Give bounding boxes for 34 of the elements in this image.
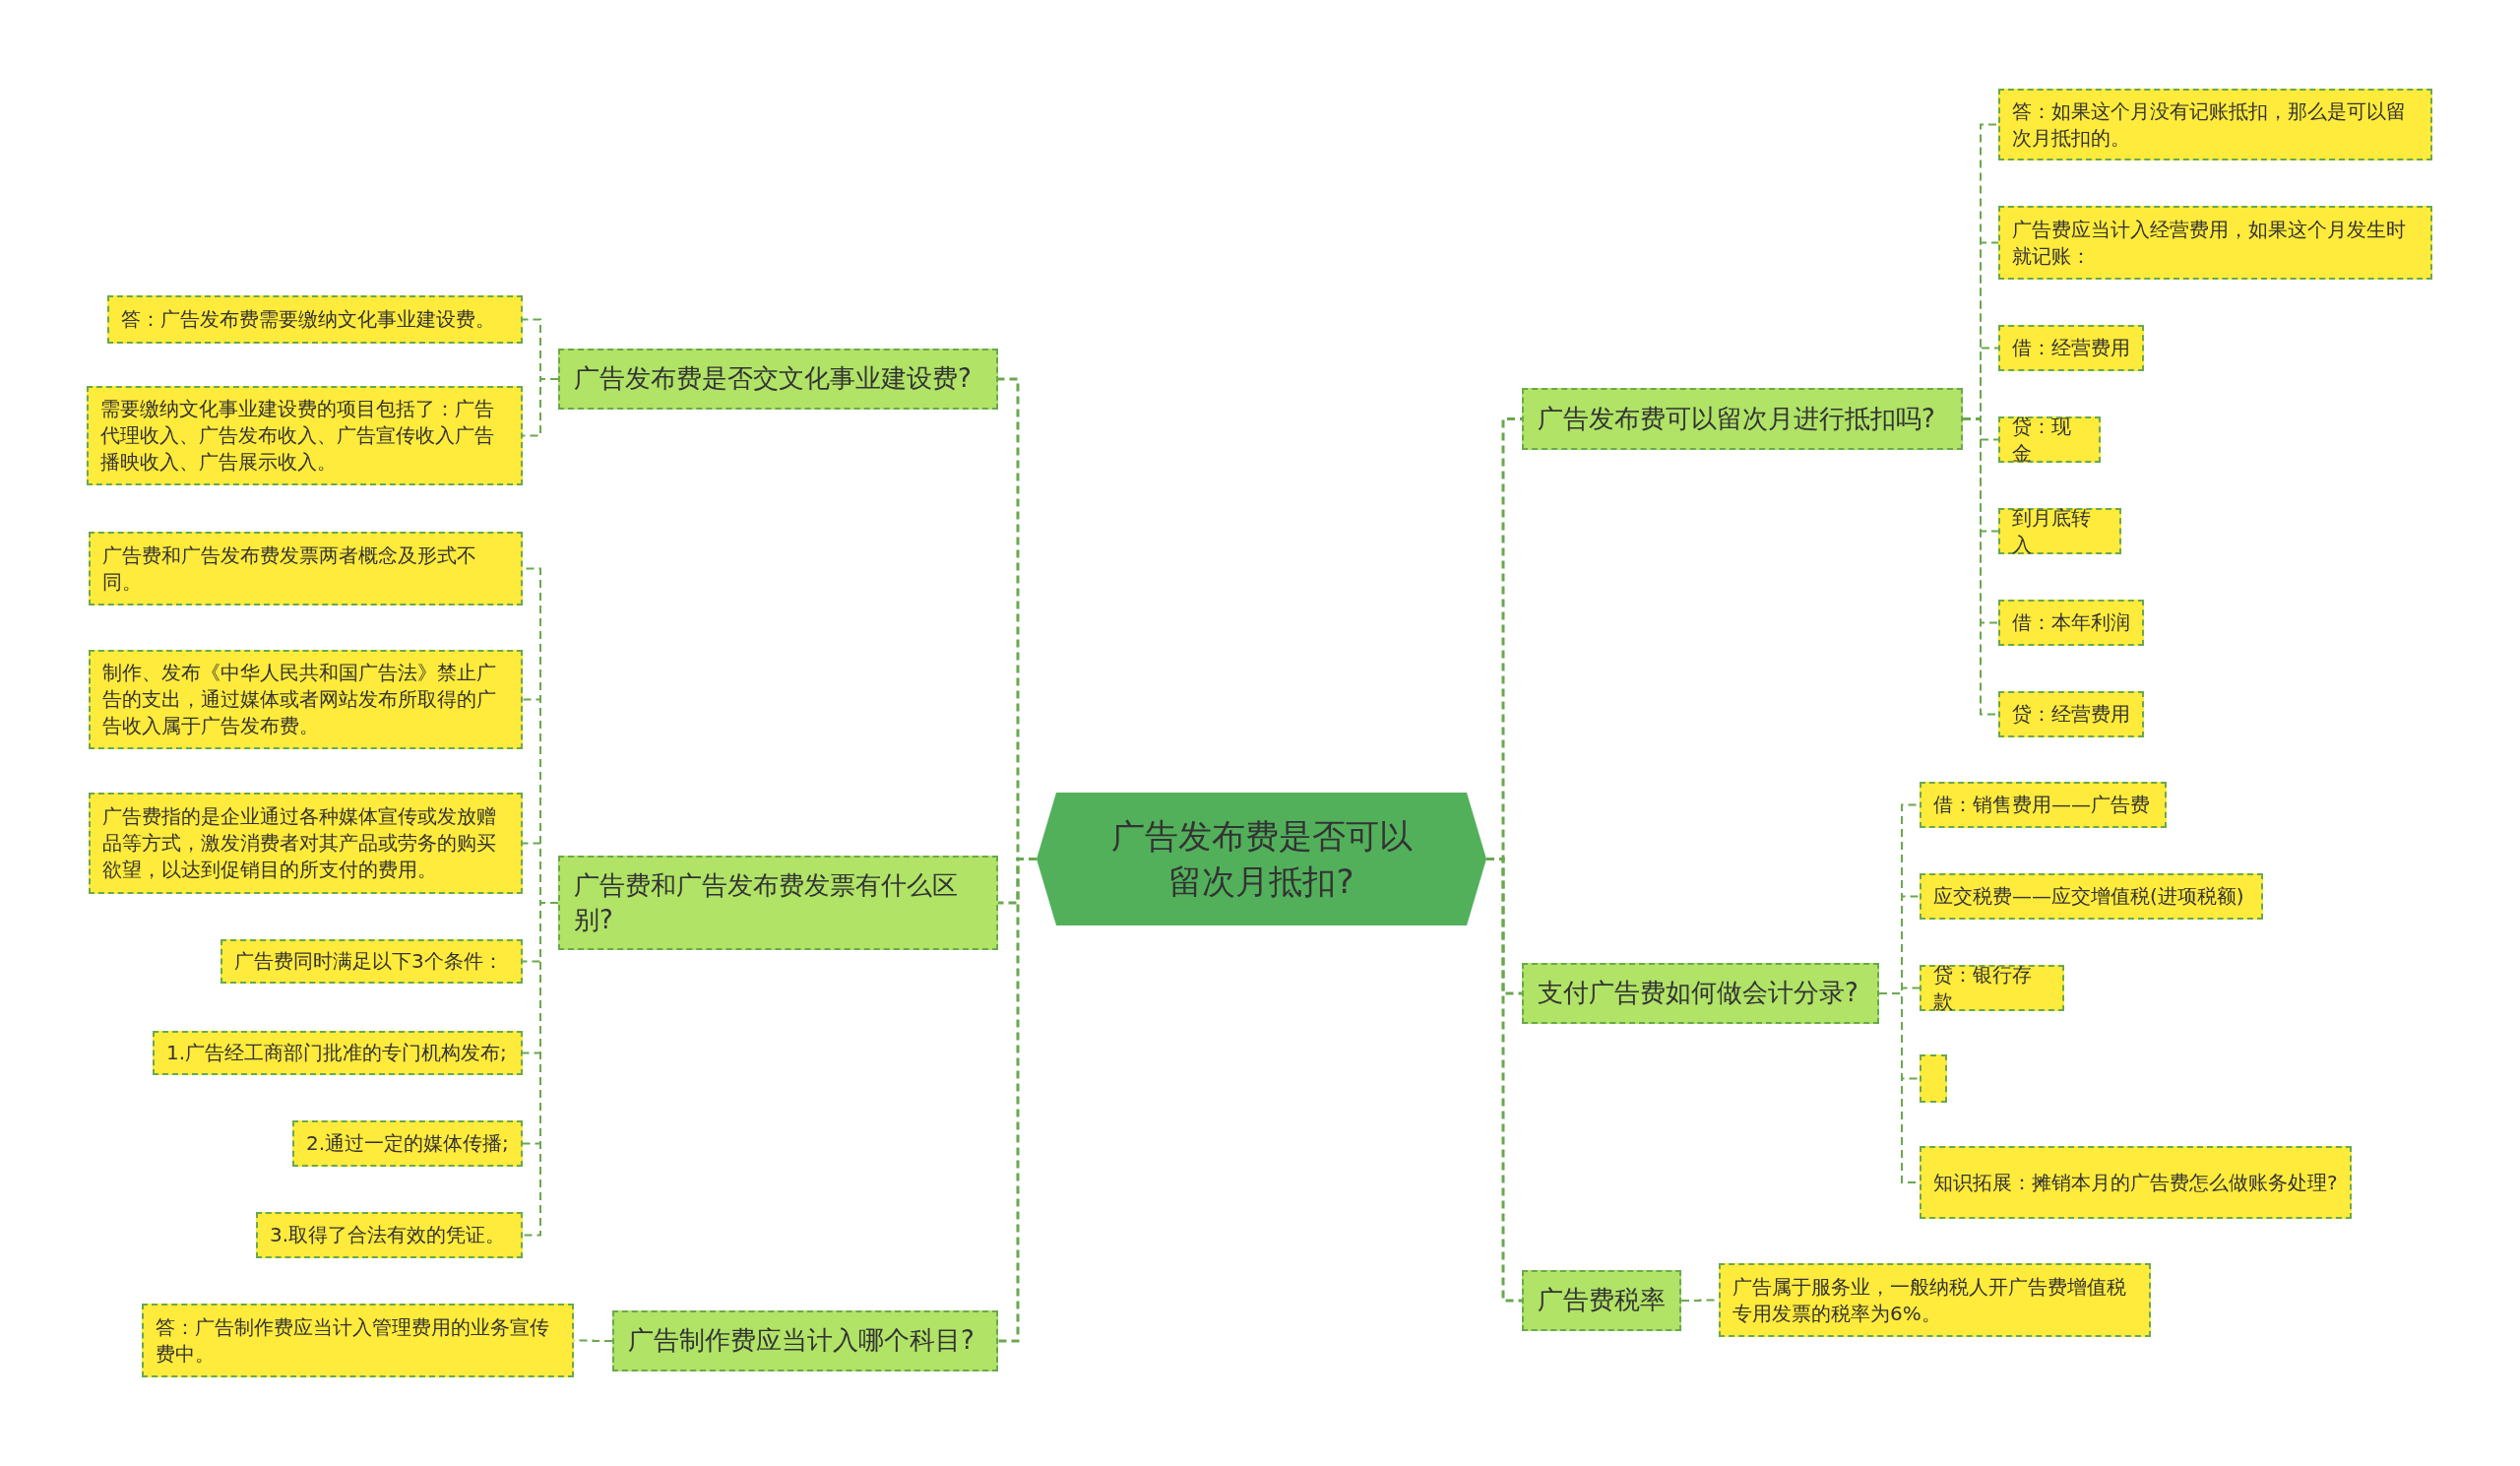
note-box: 2.通过一定的媒体传播; [292, 1120, 523, 1167]
connector-line [1486, 858, 1522, 1303]
topic-box: 广告制作费应当计入哪个科目? [612, 1310, 998, 1371]
note-box: 答：如果这个月没有记账抵扣，那么是可以留次月抵扣的。 [1998, 89, 2432, 160]
central-topic-text: 广告发布费是否可以留次月抵扣? [1109, 814, 1414, 903]
note-box: 广告费同时满足以下3个条件： [220, 939, 523, 984]
note-box: 借：经营费用 [1998, 325, 2144, 371]
connector-line [522, 378, 559, 437]
note-box: 答：广告制作费应当计入管理费用的业务宣传费中。 [142, 1304, 574, 1377]
note-box: 制作、发布《中华人民共和国广告法》禁止广告的支出，通过媒体或者网站发布所取得的广告收入属于广告发布费。 [89, 650, 523, 749]
note-box: 答：广告发布费需要缴纳文化事业建设费。 [107, 295, 523, 344]
topic-box: 广告发布费可以留次月进行抵扣吗? [1522, 388, 1963, 450]
note-box: 借：销售费用——广告费 [1920, 782, 2167, 828]
topic-box: 广告费税率 [1522, 1270, 1681, 1331]
note-box: 1.广告经工商部门批准的专门机构发布; [153, 1031, 523, 1075]
note-box: 广告费和广告发布费发票两者概念及形式不同。 [89, 532, 523, 606]
note-box: 广告属于服务业，一般纳税人开广告费增值税专用发票的税率为6%。 [1719, 1263, 2151, 1337]
note-box: 广告费指的是企业通过各种媒体宣传或发放赠品等方式，激发消费者对其产品或劳务的购买欲望，以达到促销目的所支付的费用。 [89, 793, 523, 894]
note-box: 知识拓展：摊销本月的广告费怎么做账务处理? [1920, 1146, 2352, 1219]
topic-box: 广告费和广告发布费发票有什么区别? [558, 856, 998, 950]
note-box: 贷：现金 [1998, 416, 2101, 463]
note-box: 借：本年利润 [1998, 600, 2144, 646]
note-box: 广告费应当计入经营费用，如果这个月发生时就记账： [1998, 206, 2432, 280]
note-box: 应交税费——应交增值税(进项税额) [1920, 873, 2263, 920]
note-box: 贷：经营费用 [1998, 691, 2144, 737]
note-box: 需要缴纳文化事业建设费的项目包括了：广告代理收入、广告发布收入、广告宣传收入广告播映收入、广告展示收入。 [87, 386, 523, 485]
empty-box [1920, 1054, 1947, 1103]
topic-box: 支付广告费如何做会计分录? [1522, 963, 1879, 1024]
central-topic-hexagon [1037, 793, 1486, 925]
topic-box: 广告发布费是否交文化事业建设费? [558, 349, 998, 410]
note-box: 贷：银行存款 [1920, 965, 2064, 1011]
connector-line [522, 902, 559, 1237]
note-box: 到月底转入 [1998, 508, 2121, 554]
note-box: 3.取得了合法有效的凭证。 [256, 1212, 523, 1258]
